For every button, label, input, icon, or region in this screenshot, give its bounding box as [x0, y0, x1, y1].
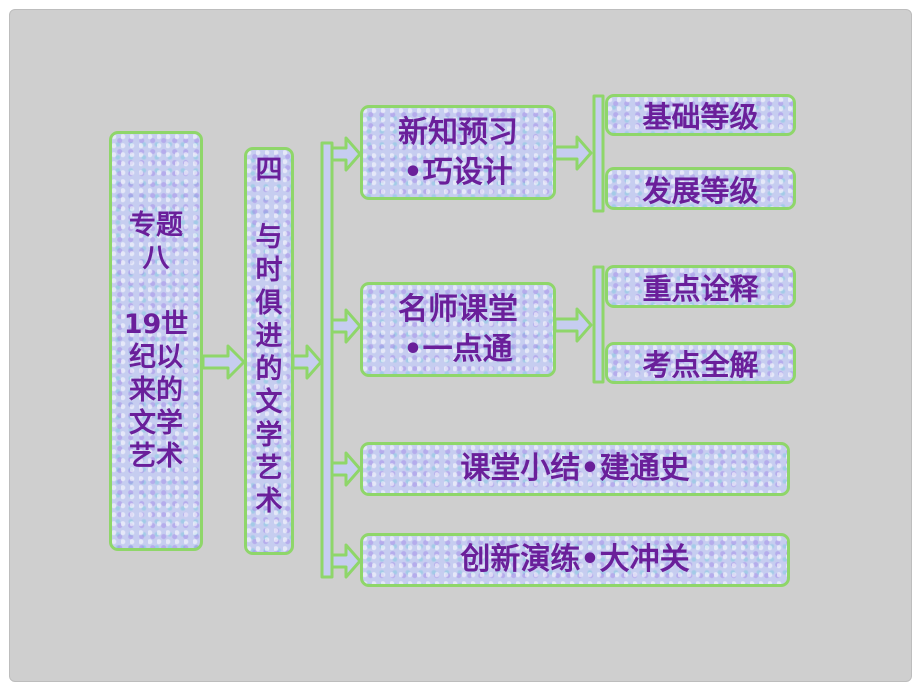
branch-2-line: 名师课堂 [398, 291, 518, 327]
section-line: 术 [255, 486, 283, 517]
slide-canvas: 专题 八 19世 纪以 来的 文学 艺术 四 与 时 俱 进 的 文 学 艺 术… [9, 9, 912, 682]
section-line: 文 [255, 387, 283, 418]
root-line: 艺术 [128, 441, 183, 472]
root-line: 八 [142, 243, 170, 274]
branch-box-4: 创新演练•大冲关 [360, 533, 790, 587]
root-line: 来的 [128, 375, 183, 406]
branch-box-2: 名师课堂 •一点通 [360, 282, 556, 377]
branch-3-label: 课堂小结•建通史 [460, 451, 690, 486]
branch-1-line: 新知预习 [398, 114, 518, 150]
sub-bracket-1 [592, 94, 605, 213]
arrow-to-branch-3 [330, 451, 362, 487]
section-line: 的 [255, 354, 283, 385]
branch-box-1: 新知预习 •巧设计 [360, 105, 556, 200]
sub-bracket-2 [592, 265, 605, 384]
root-line: 专题 [128, 210, 183, 241]
arrow-root-to-section [201, 344, 246, 380]
root-spacer [124, 275, 189, 308]
branch-4-label: 创新演练•大冲关 [460, 542, 690, 577]
root-topic-text: 专题 八 19世 纪以 来的 文学 艺术 [124, 209, 189, 473]
section-topic-box: 四 与 时 俱 进 的 文 学 艺 术 [244, 147, 294, 555]
section-line: 进 [255, 321, 283, 352]
branch-box-3: 课堂小结•建通史 [360, 442, 790, 496]
sub-item-box-1: 基础等级 [605, 94, 796, 136]
root-line: 纪以 [128, 342, 183, 373]
arrow-section-to-spine [291, 344, 323, 380]
sub-item-box-4: 考点全解 [605, 342, 796, 384]
section-line: 与 [255, 222, 283, 253]
branch-1-line: •巧设计 [403, 154, 513, 190]
branch-2-line: •一点通 [403, 331, 513, 367]
arrow-branch2-to-subs [553, 307, 593, 343]
sub-item-label: 考点全解 [642, 348, 759, 382]
section-line: 学 [255, 420, 283, 451]
arrow-to-branch-2 [330, 308, 362, 344]
section-topic-text: 四 与 时 俱 进 的 文 学 艺 术 [256, 154, 283, 518]
sub-item-label: 重点诠释 [642, 271, 759, 306]
sub-item-box-3: 重点诠释 [605, 265, 796, 308]
section-line: 艺 [255, 453, 283, 484]
section-spacer [256, 187, 283, 221]
root-line: 19世 [123, 309, 189, 340]
root-topic-box: 专题 八 19世 纪以 来的 文学 艺术 [109, 131, 203, 551]
sub-item-label: 发展等级 [642, 173, 759, 208]
section-line: 四 [255, 155, 283, 186]
connector-layer [201, 94, 605, 579]
sub-item-box-2: 发展等级 [605, 167, 796, 210]
root-line: 文学 [128, 408, 183, 439]
arrow-branch1-to-subs [553, 135, 593, 171]
arrow-to-branch-1 [330, 136, 362, 172]
main-spine [320, 141, 334, 579]
section-line: 俱 [255, 288, 283, 319]
arrow-to-branch-4 [330, 543, 362, 579]
section-line: 时 [255, 255, 283, 286]
sub-item-label: 基础等级 [642, 100, 759, 134]
